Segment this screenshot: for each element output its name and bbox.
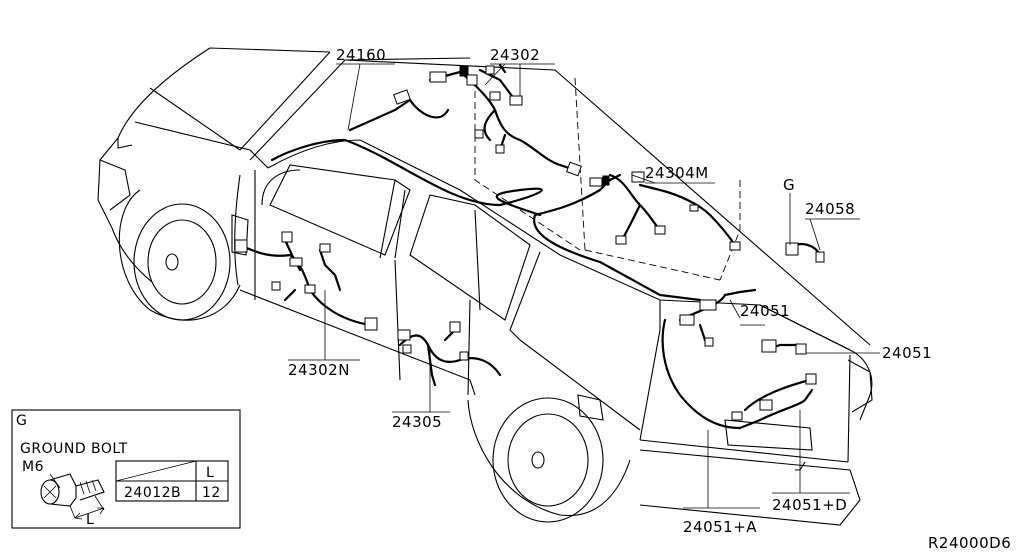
callout-24051-plus-A: 24051+A [683, 518, 757, 536]
callout-24051-upper: 24051 [740, 302, 790, 320]
callout-24305: 24305 [392, 413, 442, 431]
harness-24302N [234, 231, 378, 331]
callout-ground-G: G [783, 176, 795, 194]
callout-24302N: 24302N [288, 361, 350, 379]
callout-24058: 24058 [805, 200, 855, 218]
harness-24302 [428, 63, 582, 177]
front-wheel [118, 189, 241, 321]
reference-code: R24000D6 [928, 534, 1011, 552]
callout-24051-plus-D: 24051+D [772, 496, 847, 514]
table-length-value: 12 [202, 485, 221, 501]
bolt-size-label: M6 [22, 459, 44, 475]
table-header-L: L [206, 465, 214, 481]
bolt-spec-table: L 24012B 12 [115, 460, 229, 502]
callout-24160: 24160 [336, 46, 386, 64]
table-part-number: 24012B [124, 485, 181, 501]
vehicle-body-outline [97, 47, 873, 526]
harness-24058 [785, 242, 825, 263]
roof-harness-24160 [270, 89, 543, 217]
leader-lines [288, 63, 880, 509]
callout-24302: 24302 [490, 46, 540, 64]
callout-24304M: 24304M [645, 164, 709, 182]
inset-frame [11, 409, 241, 529]
harness-24051 [661, 288, 817, 430]
ground-bolt-icon [40, 473, 105, 520]
harness-24305 [397, 321, 502, 387]
harness-24304M [608, 171, 741, 251]
inset-title: GROUND BOLT [20, 441, 128, 457]
bolt-length-label: L [86, 512, 94, 528]
ground-bolt-inset: G GROUND BOLT M6 L L 24012B 12 [11, 409, 241, 529]
rear-wheel [467, 397, 631, 523]
callout-24051-right: 24051 [882, 344, 932, 362]
inset-corner-tag: G [16, 413, 27, 429]
rear-roof-harness [533, 173, 702, 302]
